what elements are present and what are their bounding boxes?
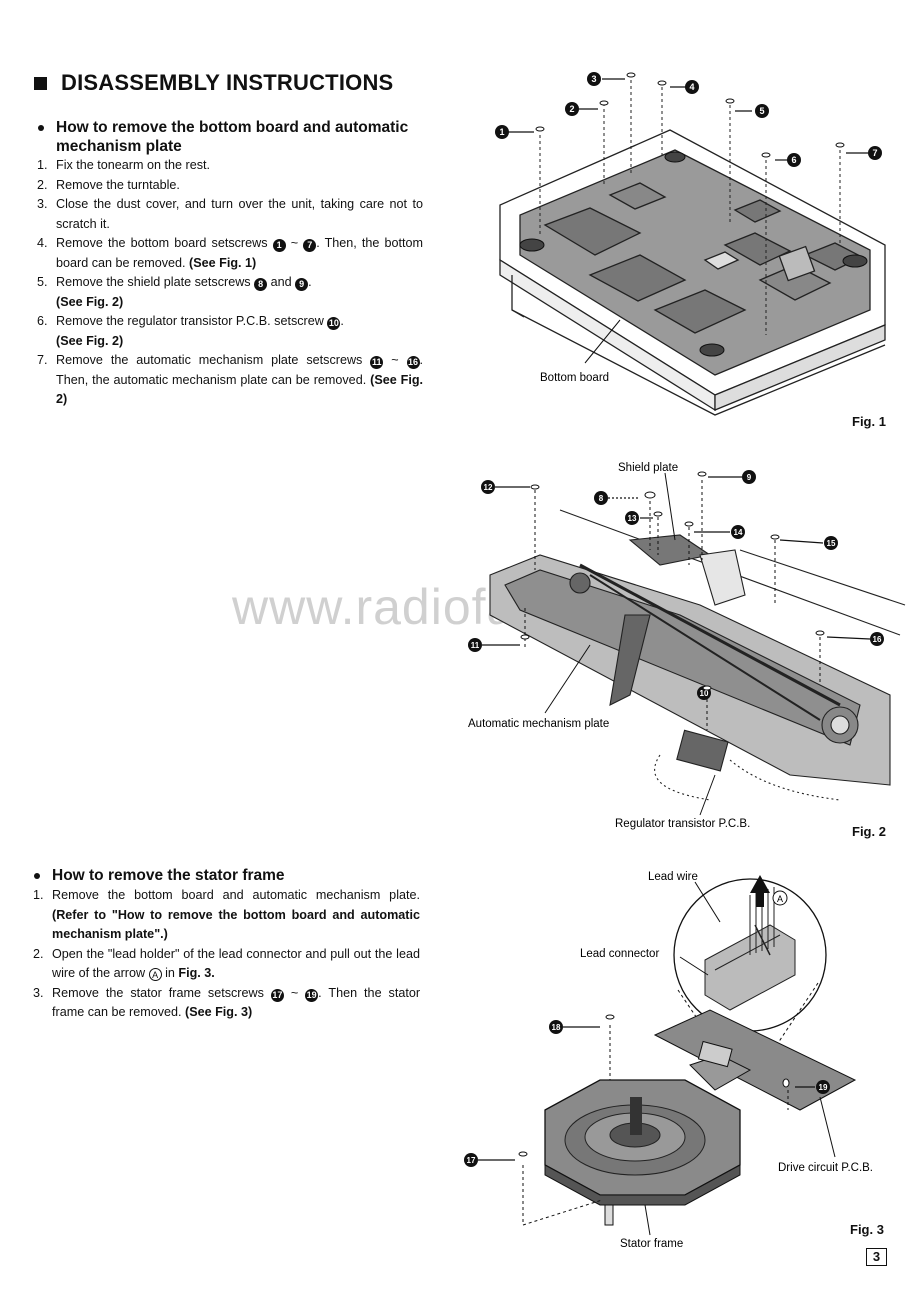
- screw-14-number: 14: [734, 528, 743, 537]
- screw-7-number: 7: [872, 148, 877, 158]
- screw-number-badge: 8: [254, 278, 268, 291]
- screw-16-number: 16: [873, 635, 882, 644]
- figure-1-caption: Fig. 1: [852, 414, 886, 429]
- step-item: 3.Remove the stator frame setscrews 17 ~…: [33, 985, 421, 1020]
- section1-steps: 1.Fix the tonearm on the rest. 2.Remove …: [37, 156, 423, 410]
- label-lead-wire: Lead wire: [648, 871, 698, 883]
- screw-5-number: 5: [759, 106, 764, 116]
- step-item: 7.Remove the automatic mechanism plate s…: [37, 353, 424, 407]
- screw-17-number: 17: [467, 1156, 476, 1165]
- label-regulator-pcb: Regulator transistor P.C.B.: [615, 818, 750, 830]
- screw-number-badge: 11: [370, 356, 384, 369]
- figure-2-mechanism-plate: 12 8 13 9 14 15 11 16 10 Shield plate Au…: [468, 462, 906, 830]
- section2-steps: 1.Remove the bottom board and automatic …: [33, 886, 420, 1023]
- figure-reference: (See Fig. 2): [56, 333, 124, 348]
- step-item: 2.Open the "lead holder" of the lead con…: [33, 946, 420, 981]
- bullet-icon: [34, 873, 40, 879]
- figure-reference: (See Fig. 3): [185, 1005, 253, 1019]
- screw-number-badge: 7: [303, 239, 317, 252]
- step-item: 3.Close the dust cover, and turn over th…: [37, 197, 423, 231]
- step-item: 4.Remove the bottom board setscrews 1 ~ …: [37, 236, 424, 270]
- screw-number-badge: 1: [272, 239, 286, 252]
- screw-8-number: 8: [599, 494, 604, 503]
- label-shield-plate: Shield plate: [618, 462, 678, 474]
- label-drive-circuit-pcb: Drive circuit P.C.B.: [778, 1162, 873, 1174]
- section2-title: How to remove the stator frame: [34, 866, 432, 885]
- screw-11-number: 11: [471, 641, 480, 650]
- screw-number-badge: 9: [295, 278, 309, 291]
- label-lead-connector: Lead connector: [580, 948, 659, 960]
- screw-1-number: 1: [499, 127, 504, 137]
- page-heading: DISASSEMBLY INSTRUCTIONS: [34, 70, 393, 96]
- figure-reference: (Refer to "How to remove the bottom boar…: [52, 907, 420, 942]
- step-item: 6.Remove the regulator transistor P.C.B.…: [37, 314, 344, 348]
- figure-2-caption: Fig. 2: [852, 824, 886, 839]
- screw-19-number: 19: [819, 1083, 828, 1092]
- figure-reference: (See Fig. 2): [56, 294, 124, 309]
- screw-6-number: 6: [791, 155, 796, 165]
- screw-10-number: 10: [700, 689, 709, 698]
- screw-9-number: 9: [747, 473, 752, 482]
- section1-title-line1: How to remove the bottom board and autom…: [56, 119, 409, 136]
- arrow-mark-badge: A: [148, 968, 162, 981]
- step-item: 2.Remove the turntable.: [37, 177, 180, 192]
- screw-13-number: 13: [628, 514, 637, 523]
- heading-text: DISASSEMBLY INSTRUCTIONS: [61, 70, 394, 95]
- screw-number-badge: 17: [270, 988, 284, 1002]
- screw-2-number: 2: [569, 104, 574, 114]
- bullet-icon: [38, 125, 44, 131]
- screw-number-badge: 19: [305, 988, 319, 1002]
- screw-number-badge: 10: [327, 317, 341, 330]
- arrow-a-mark: A: [777, 894, 783, 904]
- label-bottom-board: Bottom board: [540, 372, 609, 384]
- screw-4-number: 4: [689, 82, 694, 92]
- step-item: 1.Remove the bottom board and automatic …: [33, 888, 420, 942]
- page-number: 3: [866, 1248, 887, 1266]
- figure-1-bottom-board: 1 2 3 4 5 6 7 Bottom board: [495, 72, 886, 416]
- screw-3-number: 3: [591, 74, 596, 84]
- screw-12-number: 12: [484, 483, 493, 492]
- figure-reference: Fig. 3.: [178, 966, 215, 980]
- label-stator-frame: Stator frame: [620, 1238, 683, 1250]
- figure-reference: (See Fig. 1): [189, 255, 257, 270]
- screw-18-number: 18: [552, 1023, 561, 1032]
- figure-3-caption: Fig. 3: [850, 1222, 884, 1237]
- step-item: 5.Remove the shield plate setscrews 8 an…: [37, 275, 312, 309]
- screw-number-badge: 16: [406, 356, 420, 369]
- figure-3-stator-frame: A 18 17 19 Lead wire Lead connector Driv…: [464, 871, 873, 1250]
- figure-reference: (See Fig. 2): [56, 372, 424, 407]
- step-item: 1.Fix the tonearm on the rest.: [37, 158, 210, 172]
- heading-square-icon: [34, 76, 47, 90]
- screw-15-number: 15: [827, 539, 836, 548]
- section1-title-line2: mechanism plate: [56, 138, 182, 155]
- label-automatic-mechanism-plate: Automatic mechanism plate: [468, 718, 609, 730]
- section1-title: How to remove the bottom board and autom…: [38, 118, 436, 156]
